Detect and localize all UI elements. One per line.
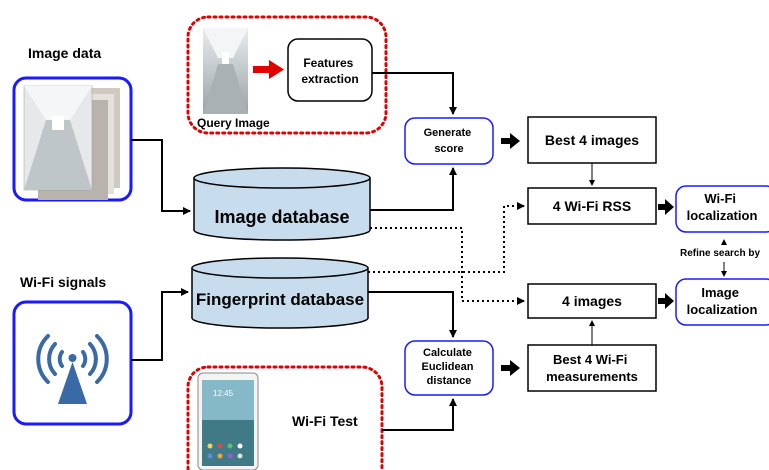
images-to-localization-arrow	[658, 293, 674, 309]
image-stack-icon	[23, 85, 120, 200]
fingerprint-database-cylinder	[191, 257, 369, 329]
features-extraction-label: Features extraction	[301, 56, 358, 86]
image-data-connector	[131, 139, 191, 215]
wifi-signals-connector	[131, 288, 189, 361]
calculate-distance-label: Calculate Euclidean distance	[421, 347, 476, 387]
features-to-score-connector	[372, 72, 457, 115]
query-image-label: Query Image	[197, 116, 270, 130]
score-to-best4-arrow	[501, 133, 520, 149]
query-image-group	[186, 15, 388, 135]
fingerprint-to-calc-connector	[368, 291, 457, 338]
wifi-signals-label: Wi-Fi signals	[20, 274, 106, 290]
best4-images-label: Best 4 images	[545, 132, 639, 148]
wifi-test-group	[186, 365, 384, 470]
best4-wifi-label: Best 4 Wi-Fi measurements	[546, 352, 638, 384]
image-localization-box	[675, 278, 769, 326]
four-images-label: 4 images	[562, 293, 622, 309]
red-arrow-icon	[253, 60, 284, 79]
rss-to-localization-arrow	[658, 199, 674, 215]
query-image-photo	[203, 28, 248, 114]
fingerprint-to-rss-dotted	[368, 202, 525, 273]
calculate-distance-box	[404, 340, 494, 396]
best4-images-box	[527, 116, 657, 164]
features-extraction-box	[287, 38, 373, 102]
wifi-test-label: Wi-Fi Test	[292, 413, 358, 429]
tablet-clock: 12:45	[213, 389, 234, 398]
wifi-localization-box	[675, 185, 769, 233]
wifi-antenna-icon	[36, 334, 109, 404]
imagedb-to-4images-dotted	[370, 227, 525, 305]
four-images-box	[527, 283, 657, 319]
fingerprint-database-label: Fingerprint database	[196, 290, 364, 309]
generate-score-label: Generate score	[424, 127, 475, 155]
imagedb-to-score-connector	[370, 167, 457, 211]
calc-to-best4wifi-arrow	[501, 360, 520, 376]
refine-search-label: Refine search by	[680, 248, 760, 259]
image-data-label: Image data	[28, 45, 101, 61]
image-localization-label: Image localization	[687, 285, 758, 317]
image-database-label: Image database	[214, 207, 349, 227]
image-database-cylinder	[193, 167, 371, 241]
wifi-rss-box	[527, 187, 657, 225]
wifi-localization-label: Wi-Fi localization	[687, 191, 758, 223]
wifitest-to-calc-connector	[382, 398, 457, 431]
generate-score-box	[404, 117, 494, 165]
tablet-icon	[197, 372, 259, 470]
wifi-rss-label: 4 Wi-Fi RSS	[553, 198, 631, 214]
